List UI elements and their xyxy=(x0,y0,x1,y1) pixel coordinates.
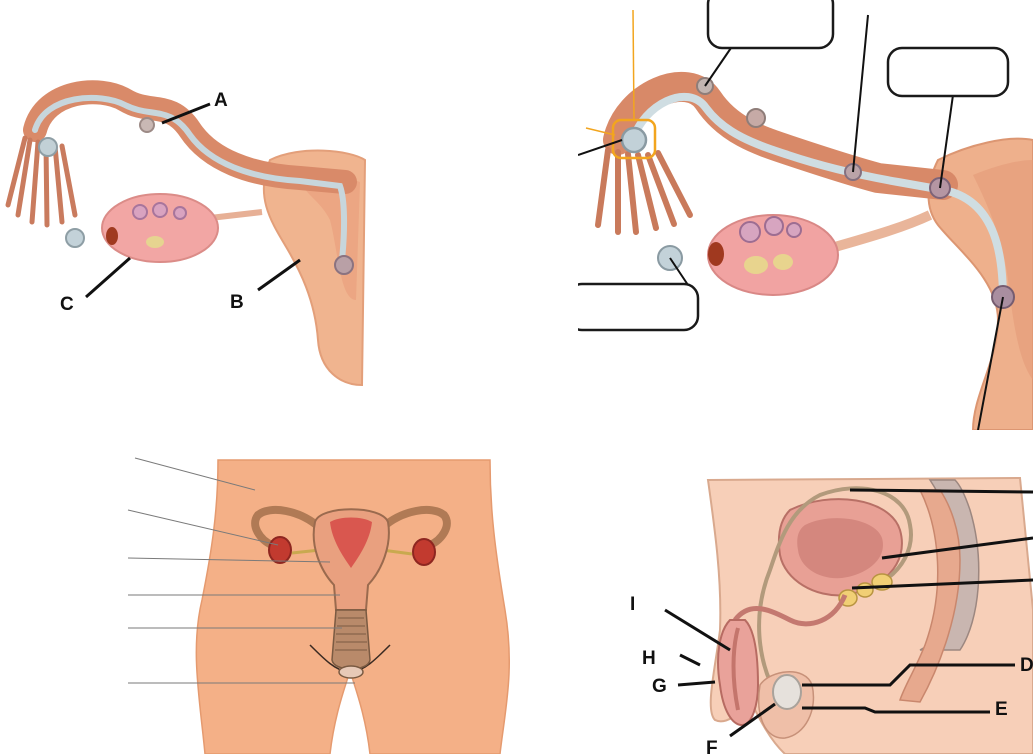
fertilization-illustration xyxy=(578,0,1033,430)
corpus-luteum xyxy=(744,256,768,274)
label-f: F xyxy=(706,738,718,754)
seminal-vesicle xyxy=(857,583,873,597)
corpus-luteum xyxy=(773,254,793,270)
testis xyxy=(773,675,801,709)
diagram-uterine-tube-labeled: A B C xyxy=(0,0,400,400)
diagram-male-pelvis-sagittal: D E F G H I xyxy=(620,470,1033,754)
ruptured-follicle xyxy=(106,227,118,245)
embryo xyxy=(335,256,353,274)
follicle xyxy=(133,205,147,219)
fimbriae xyxy=(598,150,690,232)
female-frontal-illustration xyxy=(120,450,520,754)
follicle xyxy=(174,207,186,219)
leader-line-c xyxy=(86,258,130,297)
oocyte xyxy=(622,128,646,152)
answer-box-3[interactable] xyxy=(578,284,698,330)
label-d: D xyxy=(1020,655,1033,676)
right-ovary xyxy=(413,539,435,565)
corpus-luteum xyxy=(146,236,164,248)
label-c: C xyxy=(60,294,74,315)
follicle xyxy=(740,222,760,242)
leader-line-b xyxy=(258,260,300,290)
label-h: H xyxy=(642,648,656,669)
cleavage-stage xyxy=(747,109,765,127)
ruptured-follicle xyxy=(708,242,724,266)
label-b: B xyxy=(230,292,244,313)
leader-line xyxy=(705,45,733,86)
oocyte xyxy=(39,138,57,156)
ovarian-ligament xyxy=(210,212,262,218)
released-oocyte xyxy=(66,229,84,247)
leader-line xyxy=(853,15,868,172)
male-pelvis-illustration: D E F G H I xyxy=(620,470,1033,754)
label-e: E xyxy=(995,699,1008,720)
answer-box-2[interactable] xyxy=(888,48,1008,96)
follicle xyxy=(765,217,783,235)
follicle xyxy=(787,223,801,237)
vagina xyxy=(332,610,370,669)
uterine-tube-illustration: A B C xyxy=(0,0,400,400)
label-i: I xyxy=(630,594,635,615)
label-g: G xyxy=(652,676,667,697)
vaginal-opening xyxy=(339,666,363,678)
diagram-fertilization-pathway xyxy=(578,0,1033,430)
answer-box-1[interactable] xyxy=(708,0,833,48)
left-ovary xyxy=(269,537,291,563)
oocyte xyxy=(140,118,154,132)
label-a: A xyxy=(214,90,228,111)
follicle xyxy=(153,203,167,217)
highlight-line xyxy=(633,10,634,120)
diagram-female-reproductive-frontal xyxy=(120,450,520,754)
